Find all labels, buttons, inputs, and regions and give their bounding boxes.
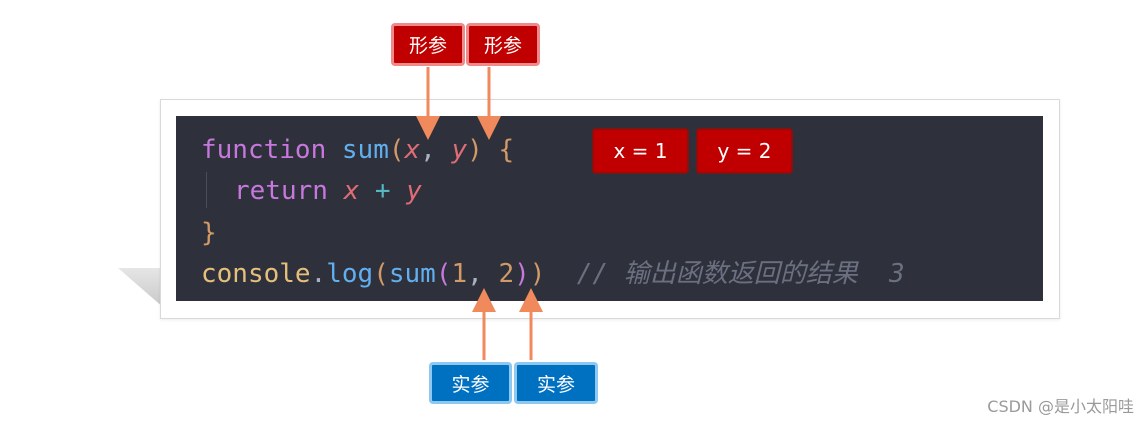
comma: ,	[420, 135, 452, 165]
arg-2: 2	[498, 259, 515, 289]
console-object: console	[201, 259, 311, 289]
brace-close: }	[201, 218, 217, 248]
indent-guide	[206, 172, 207, 208]
param-label-2: 形参	[466, 23, 540, 66]
comma-args: ,	[467, 259, 499, 289]
code-line-function: function sum(x, y) {	[201, 135, 514, 165]
brace-open: {	[482, 135, 515, 165]
frame-shadow	[118, 268, 164, 308]
code-comment: // 输出函数返回的结果 3	[545, 259, 905, 289]
param-y: y	[451, 135, 468, 165]
sum-call: sum	[388, 259, 436, 289]
function-name: sum	[341, 135, 389, 165]
arg-label-2: 实参	[514, 362, 598, 404]
param-label-1: 形参	[391, 23, 465, 66]
y-value-box: y = 2	[696, 128, 793, 174]
paren-open-outer: (	[373, 259, 389, 289]
arg-1: 1	[451, 259, 468, 289]
watermark: CSDN @是小太阳哇	[987, 397, 1134, 416]
paren-open-inner: (	[435, 259, 452, 289]
arg-label-1: 实参	[429, 362, 512, 404]
code-line-close: }	[201, 218, 217, 248]
plus-operator: +	[359, 176, 407, 206]
x-value-box: x = 1	[592, 128, 689, 174]
code-line-return: return x + y	[234, 176, 422, 206]
return-x: x	[343, 176, 360, 206]
dot: .	[310, 259, 327, 289]
return-y: y	[406, 176, 422, 206]
param-x: x	[404, 135, 421, 165]
keyword-function: function	[201, 135, 327, 165]
log-method: log	[326, 259, 374, 289]
paren-close-inner: )	[514, 259, 530, 289]
paren-close-outer: )	[529, 259, 546, 289]
code-line-console: console.log(sum(1, 2)) // 输出函数返回的结果 3	[201, 259, 905, 289]
keyword-return: return	[234, 176, 328, 206]
paren-close: )	[467, 135, 483, 165]
paren-open: (	[388, 135, 405, 165]
